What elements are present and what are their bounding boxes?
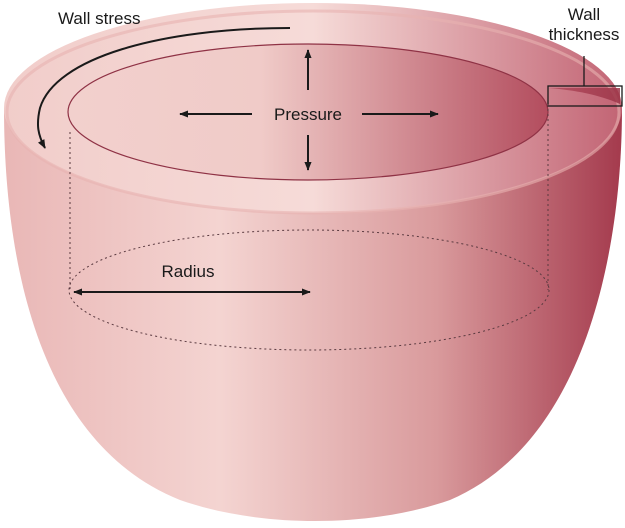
wall-stress-arrow bbox=[36, 27, 291, 149]
radius-label: Radius bbox=[162, 262, 215, 281]
outer-wall-surface bbox=[4, 108, 622, 521]
wall-cutout bbox=[548, 88, 620, 104]
inner-cavity bbox=[67, 43, 549, 181]
wall-thickness-label-line2: thickness bbox=[549, 25, 620, 44]
dotted-radius-ellipse bbox=[68, 229, 550, 351]
wall-stress-label: Wall stress bbox=[58, 9, 141, 28]
pressure-label: Pressure bbox=[274, 105, 342, 124]
rim-front-shade bbox=[5, 9, 621, 215]
wall-thickness-label-line1: Wall bbox=[568, 5, 600, 24]
wall-thickness-box bbox=[547, 85, 623, 107]
